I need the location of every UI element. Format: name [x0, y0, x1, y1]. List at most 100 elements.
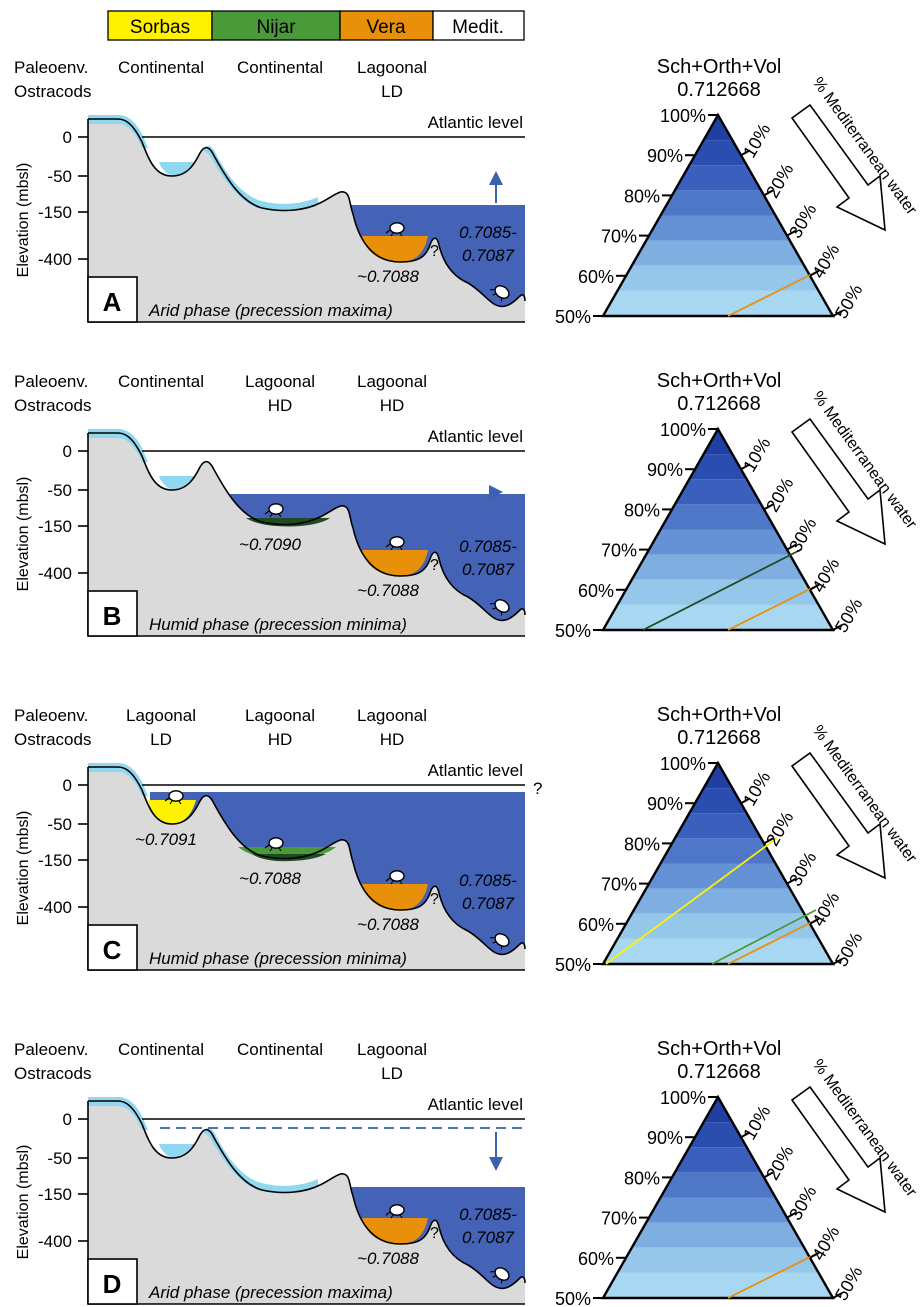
ternary-line-vera [727, 1251, 821, 1299]
legend: Sorbas Nijar Vera Medit. [107, 10, 525, 41]
paleoenv-sorbas: Continental [118, 58, 204, 77]
ternary-title: Sch+Orth+Vol [657, 1038, 782, 1060]
ostracod-shell [168, 790, 184, 802]
ternary-line-vera [727, 583, 821, 631]
ostracods-nijar: HD [268, 396, 293, 415]
atlantic-level-label: Atlantic level [428, 113, 523, 132]
ternary-left-label: 70% [601, 875, 637, 895]
ternary-right-label: 30% [785, 1182, 820, 1223]
y-axis-title: Elevation (mbsl) [15, 163, 32, 278]
ostracod-legs [385, 1211, 403, 1219]
atlantic-level-label: Atlantic level [428, 1095, 523, 1114]
ternary-band [660, 504, 776, 530]
ternary-left-label: 100% [660, 106, 706, 126]
ternary-right-tick [786, 543, 797, 551]
ternary-outline [600, 426, 836, 632]
ternary-value: 0.712668 [677, 1061, 760, 1083]
sill-question-mark: ? [430, 1225, 439, 1242]
ternary-left-label: 90% [647, 794, 683, 814]
ternary-plot: Sch+Orth+Vol0.712668100%90%80%70%60%50%1… [555, 56, 920, 327]
ostracods-vera: HD [380, 396, 405, 415]
ternary-right-label: 20% [762, 160, 797, 201]
paleoenv-vera: Lagoonal [357, 706, 427, 725]
ternary-band [603, 1272, 833, 1298]
paleoenv-label: Paleoenv. [14, 706, 88, 725]
sill-question-mark: ? [430, 243, 439, 260]
ostracod-deep-icon [490, 1267, 510, 1284]
nijar-value: ~0.7088 [239, 869, 301, 888]
ostracods-vera: HD [380, 730, 405, 749]
paleoenv-vera: Lagoonal [357, 58, 427, 77]
mediterranean-water-arrow-icon [790, 1085, 886, 1214]
paleoenv-sorbas: Continental [118, 1040, 204, 1059]
ostracod-vera-icon [385, 1204, 405, 1219]
ternary-right-label: 50% [831, 595, 866, 636]
ternary-band [646, 529, 790, 555]
ternary-right-label: 20% [762, 1142, 797, 1183]
atlantic-level-label: Atlantic level [428, 761, 523, 780]
ternary-left-label: 90% [647, 146, 683, 166]
coastal-water [88, 429, 148, 462]
y-tick-label-150: -150 [38, 851, 72, 870]
mediterranean-water-arrow-icon [790, 751, 886, 880]
nijar-shallow [203, 146, 318, 212]
ternary-right-label: 50% [831, 929, 866, 970]
panel-letter-box [87, 590, 138, 637]
ternary-band [631, 1222, 805, 1248]
ternary-band [646, 215, 790, 241]
ternary-left-label: 100% [660, 1088, 706, 1108]
medit-value-line1: 0.7085- [459, 871, 517, 890]
ternary-band [703, 763, 733, 789]
ostracod-shell [268, 837, 284, 849]
paleoenv-label: Paleoenv. [14, 58, 88, 77]
sill-question-mark: ? [430, 557, 439, 574]
ostracods-label: Ostracods [14, 1064, 91, 1083]
paleoenv-nijar: Lagoonal [245, 372, 315, 391]
ternary-right-label: 40% [808, 889, 843, 930]
ternary-band [660, 190, 776, 216]
nijar-shallow [203, 1128, 318, 1194]
y-axis-title: Elevation (mbsl) [15, 1145, 32, 1260]
ternary-left-label: 70% [601, 227, 637, 247]
legend-label-sorbas: Sorbas [130, 17, 190, 38]
ostracods-label: Ostracods [14, 396, 91, 415]
ternary-line-sorbas [605, 837, 778, 965]
ternary-left-label: 80% [624, 500, 660, 520]
ostracod-vera-icon [385, 222, 405, 237]
ternary-right-tick [809, 917, 820, 925]
ternary-line-vera [727, 269, 821, 317]
y-axis-title: Elevation (mbsl) [15, 477, 32, 592]
ostracod-legs [490, 937, 503, 950]
ternary-left-label: 70% [601, 541, 637, 561]
ternary-left-label: 90% [647, 1128, 683, 1148]
ostracods-label: Ostracods [14, 82, 91, 101]
coastal-water [88, 763, 148, 796]
ternary-left-label: 100% [660, 754, 706, 774]
coastal-water [88, 115, 148, 148]
y-tick-label-0: 0 [63, 442, 72, 461]
ternary-plot: Sch+Orth+Vol0.712668100%90%80%70%60%50%1… [555, 370, 920, 641]
nijar-sediment [246, 518, 330, 527]
ternary-left-label: 90% [647, 460, 683, 480]
ternary-right-tick [809, 583, 820, 591]
legend-label-nijar: Nijar [256, 17, 296, 38]
ternary-right-label: 20% [762, 808, 797, 849]
ternary-band [660, 1172, 776, 1198]
land-outline [88, 1100, 526, 1290]
ostracod-vera-icon [385, 536, 405, 551]
ostracods-nijar: HD [268, 730, 293, 749]
ternary-right-label: 20% [762, 474, 797, 515]
phase-label: Humid phase (precession minima) [149, 949, 407, 968]
vera-value: ~0.7088 [357, 1249, 419, 1268]
paleoenv-sorbas: Continental [118, 372, 204, 391]
ternary-left-label: 50% [555, 955, 591, 975]
y-tick-label-400: -400 [38, 898, 72, 917]
vera-value: ~0.7088 [357, 581, 419, 600]
sill-question-mark: ? [430, 891, 439, 908]
ternary-right-label: 50% [831, 1263, 866, 1304]
phase-label: Humid phase (precession minima) [149, 615, 407, 634]
coastal-water [88, 1097, 148, 1130]
ternary-title: Sch+Orth+Vol [657, 370, 782, 392]
ostracod-legs [264, 844, 282, 852]
